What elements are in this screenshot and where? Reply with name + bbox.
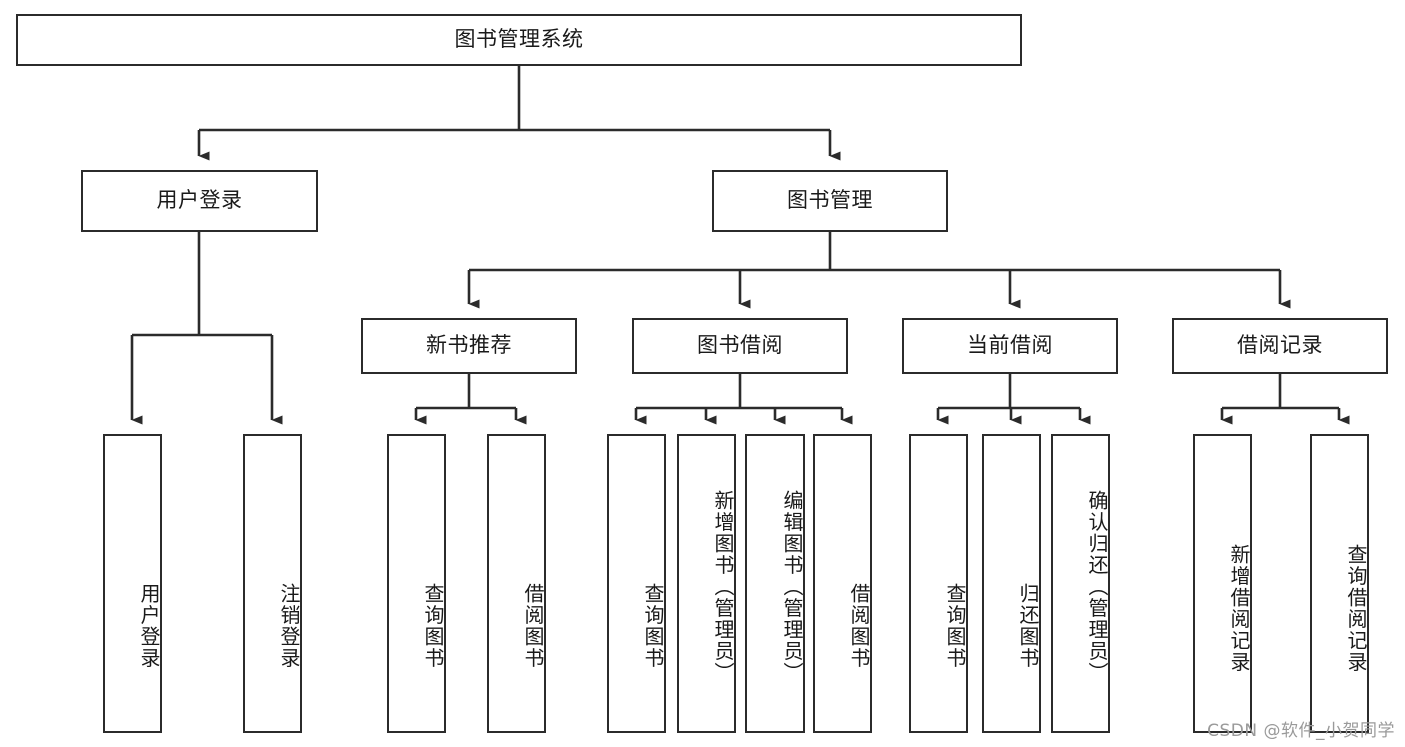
node-current-borrow[interactable]: 当前借阅 <box>902 318 1118 374</box>
leaf-add-borrow-record[interactable]: 新增借阅记录 <box>1193 434 1252 733</box>
leaf-borrow-book[interactable]: 借阅图书 <box>813 434 872 733</box>
leaf-borrow-book-newbook[interactable]: 借阅图书 <box>487 434 546 733</box>
leaf-add-book-admin[interactable]: 新增图书（管理员） <box>677 434 736 733</box>
node-book-management[interactable]: 图书管理 <box>712 170 948 232</box>
leaf-return-book[interactable]: 归还图书 <box>982 434 1041 733</box>
node-borrow-record[interactable]: 借阅记录 <box>1172 318 1388 374</box>
node-user-login[interactable]: 用户登录 <box>81 170 318 232</box>
leaf-query-book-current[interactable]: 查询图书 <box>909 434 968 733</box>
leaf-query-borrow-record[interactable]: 查询借阅记录 <box>1310 434 1369 733</box>
leaf-query-book-newbook[interactable]: 查询图书 <box>387 434 446 733</box>
leaf-edit-book-admin[interactable]: 编辑图书（管理员） <box>745 434 805 733</box>
leaf-logout-login[interactable]: 注销登录 <box>243 434 302 733</box>
leaf-confirm-return-admin[interactable]: 确认归还（管理员） <box>1051 434 1110 733</box>
leaf-query-book-borrow[interactable]: 查询图书 <box>607 434 666 733</box>
node-new-book-recommend[interactable]: 新书推荐 <box>361 318 577 374</box>
node-book-borrow[interactable]: 图书借阅 <box>632 318 848 374</box>
node-root-system[interactable]: 图书管理系统 <box>16 14 1022 66</box>
leaf-user-login[interactable]: 用户登录 <box>103 434 162 733</box>
